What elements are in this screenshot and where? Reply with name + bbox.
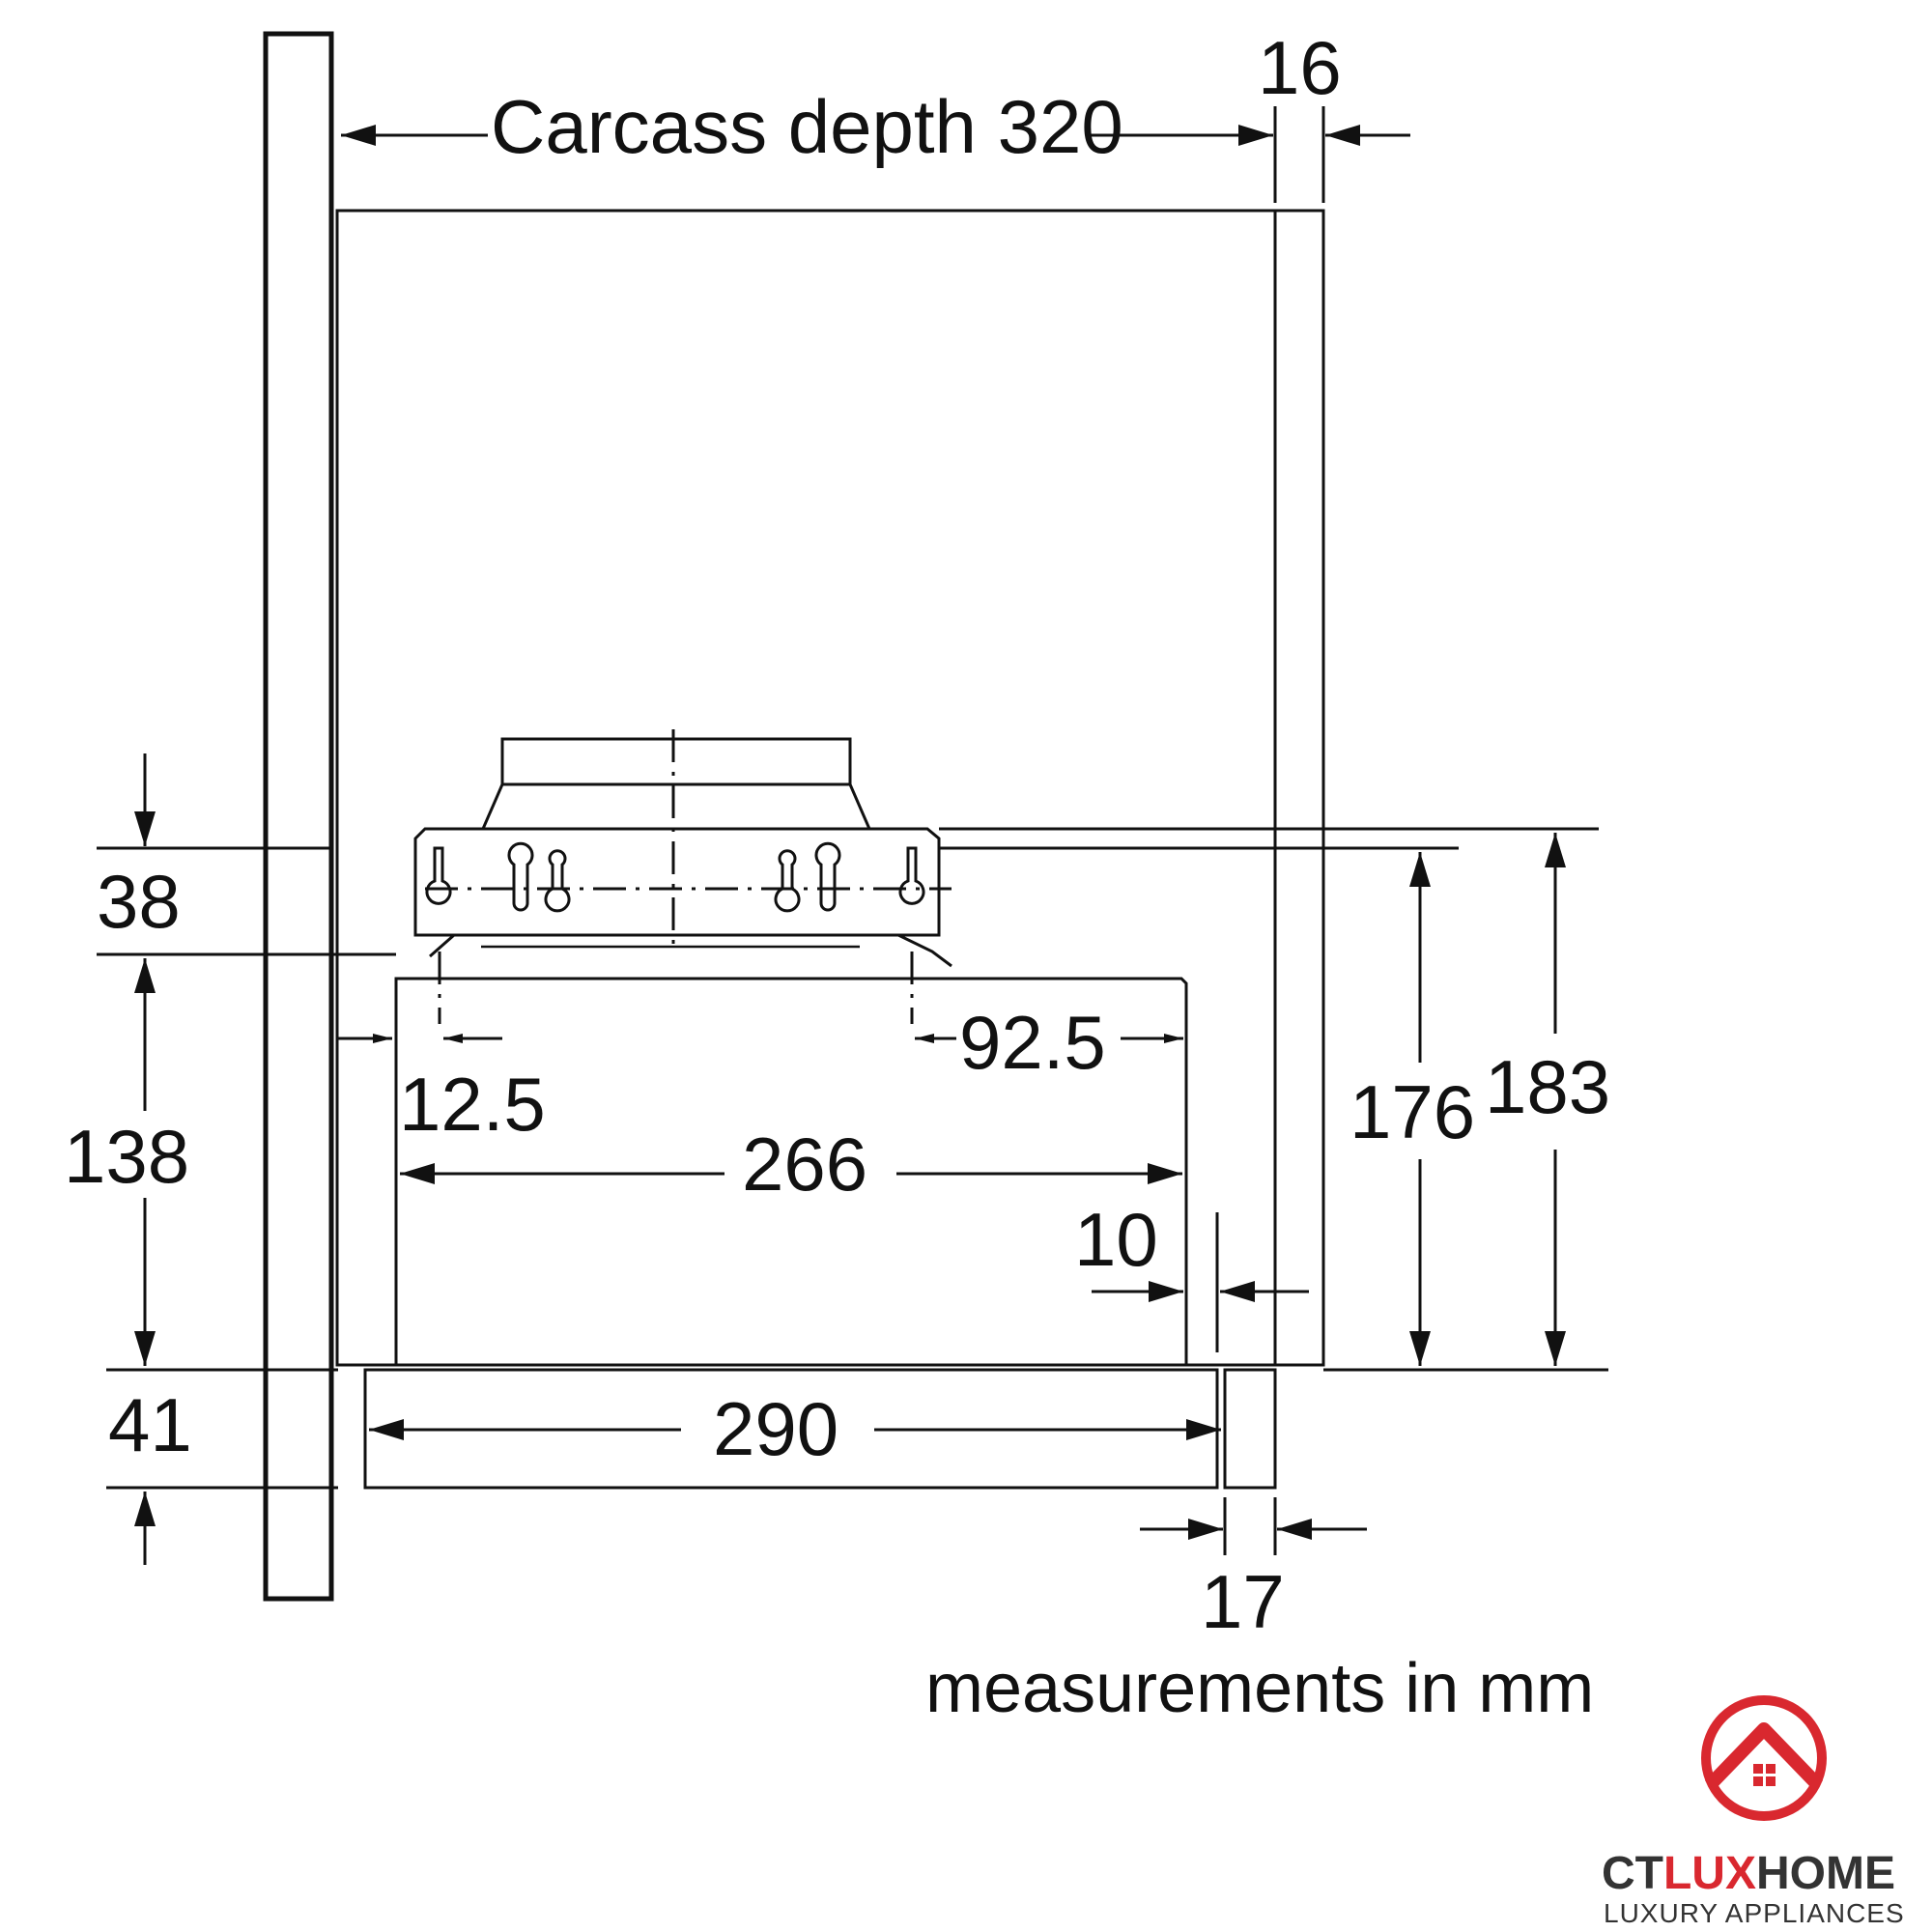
wall [263, 31, 334, 1602]
hood-appliance [363, 729, 1277, 1490]
dim-17-label: 17 [1201, 1559, 1285, 1644]
logo-ct: CT [1602, 1848, 1663, 1899]
front-trim [1223, 1368, 1277, 1490]
dim-92-5-label: 92.5 [959, 1000, 1106, 1085]
dim-266-label: 266 [742, 1122, 867, 1207]
ctluxhome-logo: CTLUXHOME LUXURY APPLIANCES [1602, 1695, 1905, 1928]
units-note: measurements in mm [925, 1650, 1594, 1727]
exhaust-connector [500, 737, 852, 786]
dim-183-label: 183 [1485, 1044, 1610, 1129]
logo-home: HOME [1756, 1848, 1895, 1899]
logo-wordmark: CTLUXHOME [1602, 1848, 1895, 1899]
dim-290-label: 290 [713, 1386, 838, 1471]
mounting-bracket [413, 827, 941, 937]
hood-body [394, 977, 1188, 1367]
house-icon [1701, 1695, 1827, 1821]
dim-138-label: 138 [64, 1114, 189, 1199]
logo-tagline: LUXURY APPLIANCES [1604, 1898, 1905, 1928]
dimension-lines [97, 106, 1608, 1565]
dim-176-label: 176 [1350, 1069, 1475, 1154]
logo-lux: LUX [1663, 1848, 1756, 1899]
dim-41-label: 41 [108, 1382, 192, 1467]
dim-38-label: 38 [97, 859, 181, 944]
dim-16-label: 16 [1258, 25, 1342, 110]
carcass-depth-label: Carcass depth 320 [491, 84, 1123, 169]
mounting-slots [425, 841, 925, 913]
dim-10-label: 10 [1074, 1197, 1158, 1282]
dim-12-5-label: 12.5 [399, 1062, 546, 1147]
